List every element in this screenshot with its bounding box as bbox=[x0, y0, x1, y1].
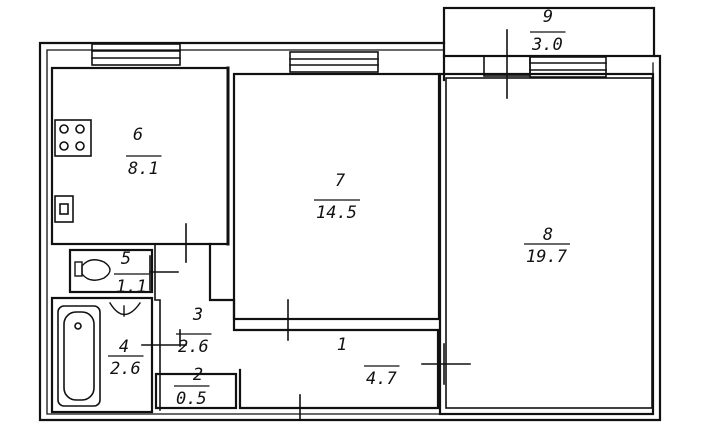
bathtub-icon bbox=[57, 305, 101, 407]
room-number-1: 1 bbox=[337, 335, 347, 355]
room-label-4: 42.6 bbox=[108, 337, 144, 379]
room-number-7: 7 bbox=[335, 171, 346, 191]
room-area-1: 4.7 bbox=[366, 369, 397, 389]
room-number-2: 2 bbox=[193, 365, 203, 385]
room-number-5: 5 bbox=[121, 249, 131, 269]
room-area-5: 1.1 bbox=[116, 277, 147, 297]
room-label-1: 14.7 bbox=[337, 335, 400, 389]
room-number-4: 4 bbox=[119, 337, 129, 357]
room-label-7: 714.5 bbox=[314, 171, 360, 223]
room-number-9: 9 bbox=[543, 7, 553, 27]
room-number-3: 3 bbox=[192, 305, 203, 325]
room-label-6: 68.1 bbox=[126, 125, 162, 179]
corridor-walls bbox=[208, 242, 440, 410]
room-area-6: 8.1 bbox=[128, 159, 159, 179]
room-number-6: 6 bbox=[133, 125, 143, 145]
room-number-8: 8 bbox=[543, 225, 553, 245]
room-area-8: 19.7 bbox=[526, 247, 568, 267]
room-label-2: 20.5 bbox=[174, 365, 210, 409]
room-label-9: 93.0 bbox=[530, 7, 566, 55]
window-room-7 bbox=[289, 51, 379, 73]
room-5-walls bbox=[68, 248, 154, 294]
room-7-walls bbox=[232, 72, 441, 321]
room-area-4: 2.6 bbox=[110, 359, 141, 379]
toilet-icon bbox=[74, 259, 111, 281]
room-label-3: 32.6 bbox=[176, 305, 212, 357]
room-area-9: 3.0 bbox=[531, 35, 563, 55]
balcony-door bbox=[483, 29, 531, 99]
outer-wall-inner bbox=[46, 49, 654, 415]
room-label-8: 819.7 bbox=[524, 225, 570, 267]
room-2-walls bbox=[154, 372, 238, 410]
balcony-outline bbox=[442, 6, 656, 58]
window-kitchen bbox=[91, 43, 181, 66]
room-label-5: 51.1 bbox=[114, 249, 150, 297]
room-area-2: 0.5 bbox=[176, 389, 207, 409]
room-area-3: 2.6 bbox=[178, 337, 209, 357]
sink-icon bbox=[54, 195, 74, 223]
stove-icon bbox=[54, 119, 92, 157]
washbasin-icon bbox=[109, 302, 141, 317]
room-4-walls bbox=[50, 296, 154, 414]
room-area-7: 14.5 bbox=[316, 203, 357, 223]
outer-wall bbox=[38, 41, 662, 422]
